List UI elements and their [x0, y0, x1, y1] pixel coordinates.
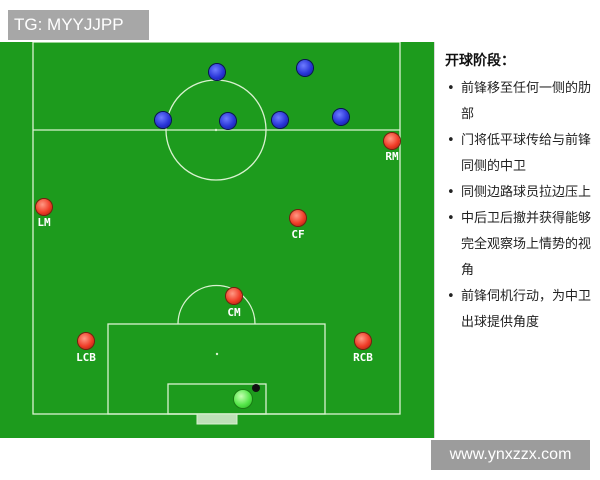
- blue-player: [155, 112, 171, 128]
- ball: [252, 384, 260, 392]
- watermark-site-url: www.ynxzzx.com: [431, 440, 590, 470]
- goalkeeper: [234, 390, 252, 408]
- blue-player: [272, 112, 288, 128]
- red-player-lm: [36, 199, 52, 215]
- instruction-list: 前锋移至任何一侧的肋部 门将低平球传给与前锋同侧的中卫 同侧边路球员拉边压上 中…: [445, 76, 592, 336]
- player-label-rcb: RCB: [353, 351, 373, 364]
- penalty-box: [107, 323, 326, 415]
- blue-player: [333, 109, 349, 125]
- penalty-arc: [177, 284, 256, 325]
- center-circle: [165, 79, 267, 181]
- watermark-tg-label: TG: MYYJJPP: [8, 10, 149, 40]
- red-player-lcb: [78, 333, 94, 349]
- list-item: 前锋移至任何一侧的肋部: [445, 76, 592, 128]
- info-panel: 开球阶段： 前锋移至任何一侧的肋部 门将低平球传给与前锋同侧的中卫 同侧边路球员…: [434, 42, 600, 438]
- list-item: 门将低平球传给与前锋同侧的中卫: [445, 128, 592, 180]
- player-label-lcb: LCB: [76, 351, 96, 364]
- pitch-markings: [32, 42, 401, 425]
- blue-player: [220, 113, 236, 129]
- red-player-rcb: [355, 333, 371, 349]
- blue-player: [297, 60, 313, 76]
- red-player-cm: [226, 288, 242, 304]
- goal: [196, 413, 238, 425]
- list-item: 中后卫后撤并获得能够完全观察场上情势的视角: [445, 206, 592, 284]
- red-player-rm: [384, 133, 400, 149]
- player-label-lm: LM: [37, 216, 51, 229]
- penalty-spot: [215, 352, 219, 356]
- list-item: 同侧边路球员拉边压上: [445, 180, 592, 206]
- center-spot: [214, 128, 218, 132]
- player-label-cm: CM: [227, 306, 241, 319]
- list-item: 前锋伺机行动，为中卫出球提供角度: [445, 284, 592, 336]
- blue-player: [209, 64, 225, 80]
- football-pitch: RM LM CF CM LCB RCB: [0, 42, 434, 438]
- red-player-cf: [290, 210, 306, 226]
- player-label-rm: RM: [385, 150, 399, 163]
- panel-title: 开球阶段：: [445, 53, 515, 69]
- player-label-cf: CF: [291, 228, 305, 241]
